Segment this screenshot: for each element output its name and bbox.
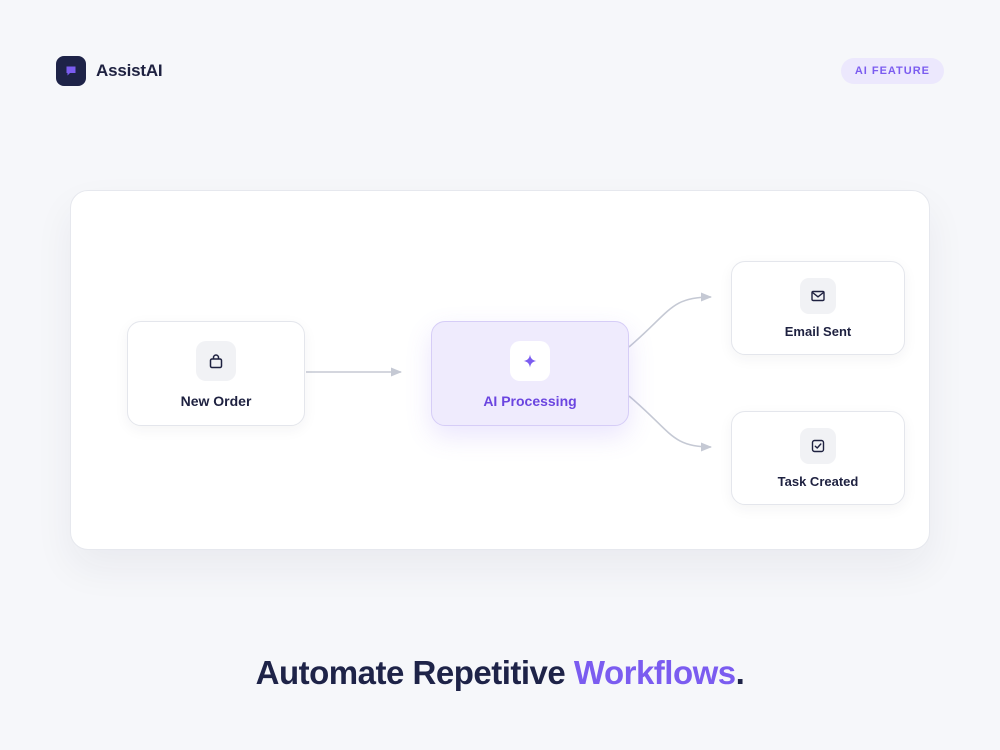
headline-main: Automate Repetitive (255, 654, 574, 691)
headline-accent: Workflows (573, 654, 736, 691)
brand-name: AssistAI (96, 61, 163, 80)
brand[interactable]: AssistAI (56, 56, 163, 86)
workflow-connectors (306, 292, 713, 452)
node-new-order[interactable]: New Order (127, 321, 305, 426)
node-ai-processing[interactable]: AI Processing (431, 321, 629, 426)
node-email-sent[interactable]: Email Sent (731, 261, 905, 355)
envelope-icon (811, 290, 825, 302)
headline-end: . (735, 654, 745, 691)
ai-feature-badge: AI FEATURE (840, 58, 944, 84)
shopping-bag-icon (209, 354, 223, 369)
node-icon-wrap (800, 278, 836, 314)
sparkle-icon (523, 354, 537, 368)
node-label: Email Sent (784, 324, 852, 339)
node-label: New Order (180, 393, 252, 409)
node-icon-wrap (196, 341, 236, 381)
checkbox-icon (811, 439, 825, 453)
workflow-canvas: New Order AI Processing Email Sent Task … (70, 190, 930, 550)
node-icon-wrap (510, 341, 550, 381)
headline: Automate Repetitive Workflows. (0, 654, 1000, 692)
chat-bubble-icon (66, 66, 76, 76)
node-task-created[interactable]: Task Created (731, 411, 905, 505)
connector-ai-to-task (628, 395, 713, 452)
node-label: Task Created (777, 474, 859, 489)
node-icon-wrap (800, 428, 836, 464)
brand-logo (56, 56, 86, 86)
connector-ai-to-email (628, 292, 713, 348)
node-label: AI Processing (483, 393, 577, 409)
